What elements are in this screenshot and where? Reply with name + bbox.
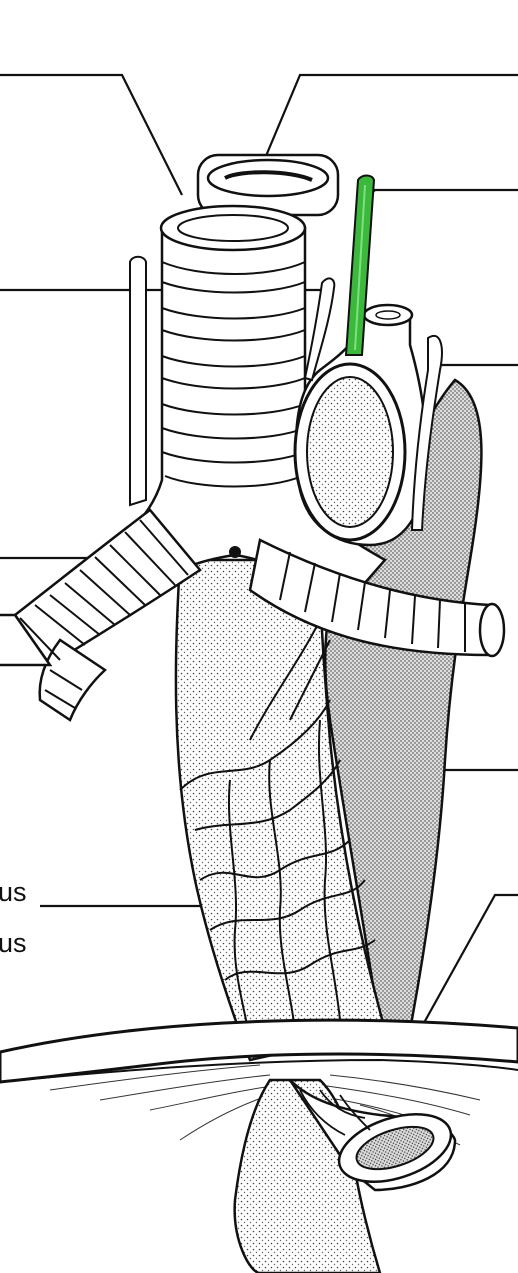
leader-line-top-left — [0, 75, 182, 195]
leader-line-green-nerve — [365, 190, 518, 200]
leader-line-diaphragm — [420, 895, 518, 1030]
esophagus-label-line-1: us — [0, 879, 27, 906]
carina — [229, 546, 241, 558]
leader-line-right-vessel — [432, 365, 518, 372]
abdominal-esophagus — [235, 1080, 460, 1273]
esophagus-label-line-2: us — [0, 930, 27, 957]
left-bronchus — [0, 510, 200, 720]
